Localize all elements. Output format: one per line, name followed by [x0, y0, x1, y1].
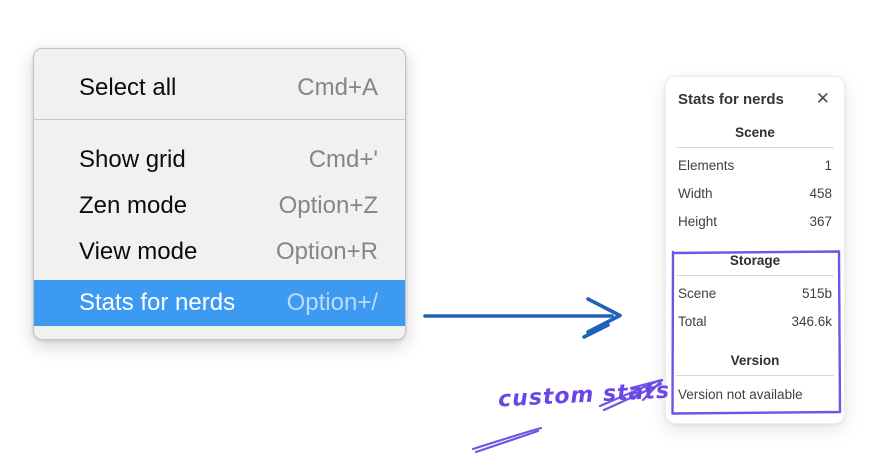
- menu-item-show-grid[interactable]: Show grid Cmd+': [34, 137, 405, 183]
- menu-item-label: Select all: [79, 74, 177, 101]
- stats-panel-title: Stats for nerds: [678, 91, 784, 108]
- menu-item-zen-mode[interactable]: Zen mode Option+Z: [34, 183, 405, 229]
- stats-panel-header: Stats for nerds ✕: [678, 89, 832, 109]
- section-divider: [676, 375, 834, 376]
- stat-value: 346.6k: [791, 314, 832, 329]
- stat-label: Elements: [678, 158, 735, 173]
- section-heading-scene: Scene: [735, 125, 775, 140]
- stat-value: 458: [809, 186, 832, 201]
- menu-item-label: Stats for nerds: [79, 289, 236, 316]
- close-icon[interactable]: ✕: [815, 89, 830, 109]
- version-status-text: Version not available: [678, 387, 803, 402]
- menu-item-shortcut: Option+R: [275, 238, 378, 265]
- menu-separator: [34, 119, 405, 120]
- menu-item-shortcut: Option+Z: [278, 192, 378, 219]
- menu-item-shortcut: Option+/: [286, 289, 378, 316]
- blue-arrow: [423, 297, 622, 339]
- menu-item-label: Zen mode: [79, 192, 188, 219]
- menu-item-shortcut: Cmd+': [308, 146, 378, 173]
- stat-label: Height: [678, 214, 718, 229]
- stats-panel: Stats for nerds ✕ Scene Elements 1 Width…: [665, 76, 845, 424]
- stat-label: Scene: [678, 286, 717, 301]
- menu-item-stats-for-nerds[interactable]: Stats for nerds Option+/: [34, 280, 405, 326]
- section-heading-storage: Storage: [729, 253, 781, 268]
- stat-value: 515b: [801, 286, 832, 301]
- context-menu: Select all Cmd+A Show grid Cmd+' Zen mod…: [33, 48, 406, 340]
- menu-item-select-all[interactable]: Select all Cmd+A: [34, 57, 405, 119]
- stat-row-storage-scene: Scene 515b: [678, 280, 832, 308]
- custom-stats-annotation: custom stats: [497, 378, 671, 413]
- section-divider: [676, 275, 834, 276]
- stat-label: Total: [678, 314, 707, 329]
- menu-item-view-mode[interactable]: View mode Option+R: [34, 229, 405, 275]
- stat-row-width: Width 458: [678, 180, 832, 208]
- stat-row-elements: Elements 1: [678, 152, 832, 180]
- section-divider: [676, 147, 834, 148]
- custom-stats-arrow: [471, 378, 664, 454]
- stat-row-storage-total: Total 346.6k: [678, 308, 832, 336]
- stat-value: 367: [809, 214, 832, 229]
- menu-item-shortcut: Cmd+A: [297, 74, 378, 101]
- stat-value: 1: [824, 158, 832, 173]
- menu-item-label: Show grid: [79, 146, 186, 173]
- menu-item-label: View mode: [79, 238, 198, 265]
- section-heading-version: Version: [730, 353, 780, 368]
- stat-row-height: Height 367: [678, 208, 832, 236]
- stat-label: Width: [678, 186, 713, 201]
